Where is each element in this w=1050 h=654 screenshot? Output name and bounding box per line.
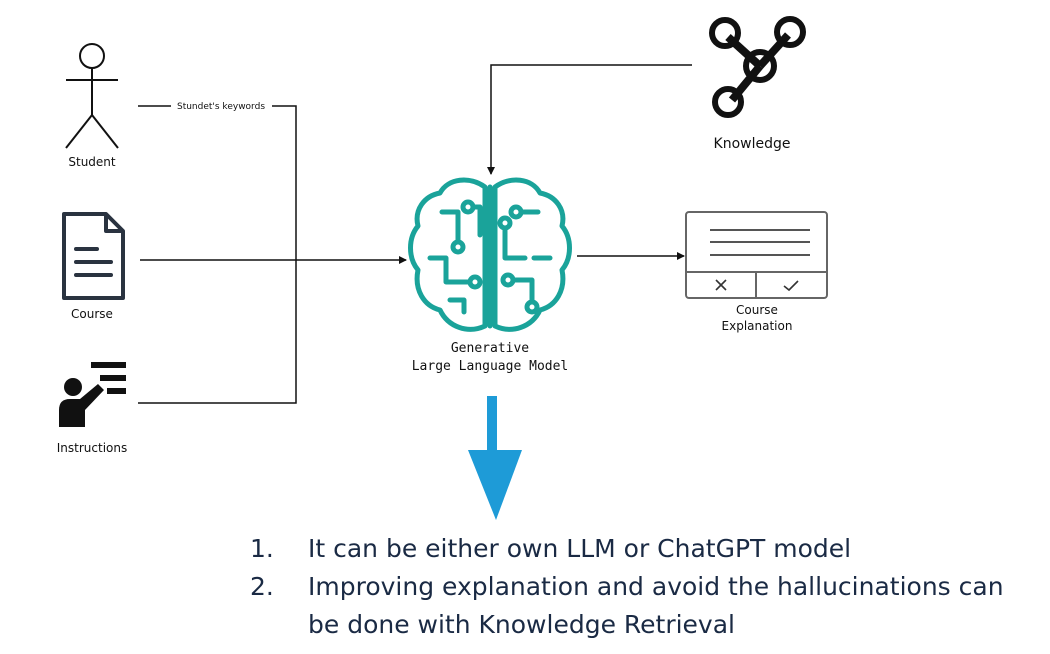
knowledge-graph-icon [709, 16, 806, 118]
instructions-label: Instructions [57, 441, 127, 455]
keywords-edge-label: Stundet's keywords [177, 102, 265, 112]
note-text: Improving explanation and avoid the hall… [308, 572, 1004, 639]
document-icon [62, 212, 125, 300]
notes-list: 1. It can be either own LLM or ChatGPT m… [250, 530, 1040, 644]
course-label: Course [71, 307, 113, 321]
explanation-label-line2: Explanation [722, 319, 793, 333]
input-connectors [138, 105, 407, 404]
note-number: 2. [250, 572, 274, 601]
model-label-line2: Large Language Model [412, 359, 569, 374]
student-label: Student [68, 155, 116, 169]
check-icon [783, 280, 799, 292]
dialog-form-icon [685, 211, 828, 299]
stick-figure-icon [65, 43, 119, 149]
knowledge-label: Knowledge [714, 136, 791, 152]
note-item: 2. Improving explanation and avoid the h… [250, 568, 1040, 644]
knowledge-connector [487, 64, 692, 175]
close-icon [715, 279, 727, 291]
edge-label-background [171, 100, 272, 112]
note-number: 1. [250, 534, 274, 563]
model-label-line1: Generative [451, 341, 529, 356]
down-arrow-icon [468, 396, 522, 520]
ai-brain-icon [408, 177, 572, 332]
note-text: It can be either own LLM or ChatGPT mode… [308, 534, 852, 563]
presenter-icon [59, 362, 126, 427]
note-item: 1. It can be either own LLM or ChatGPT m… [250, 530, 1040, 568]
explanation-label-line1: Course [736, 303, 778, 317]
